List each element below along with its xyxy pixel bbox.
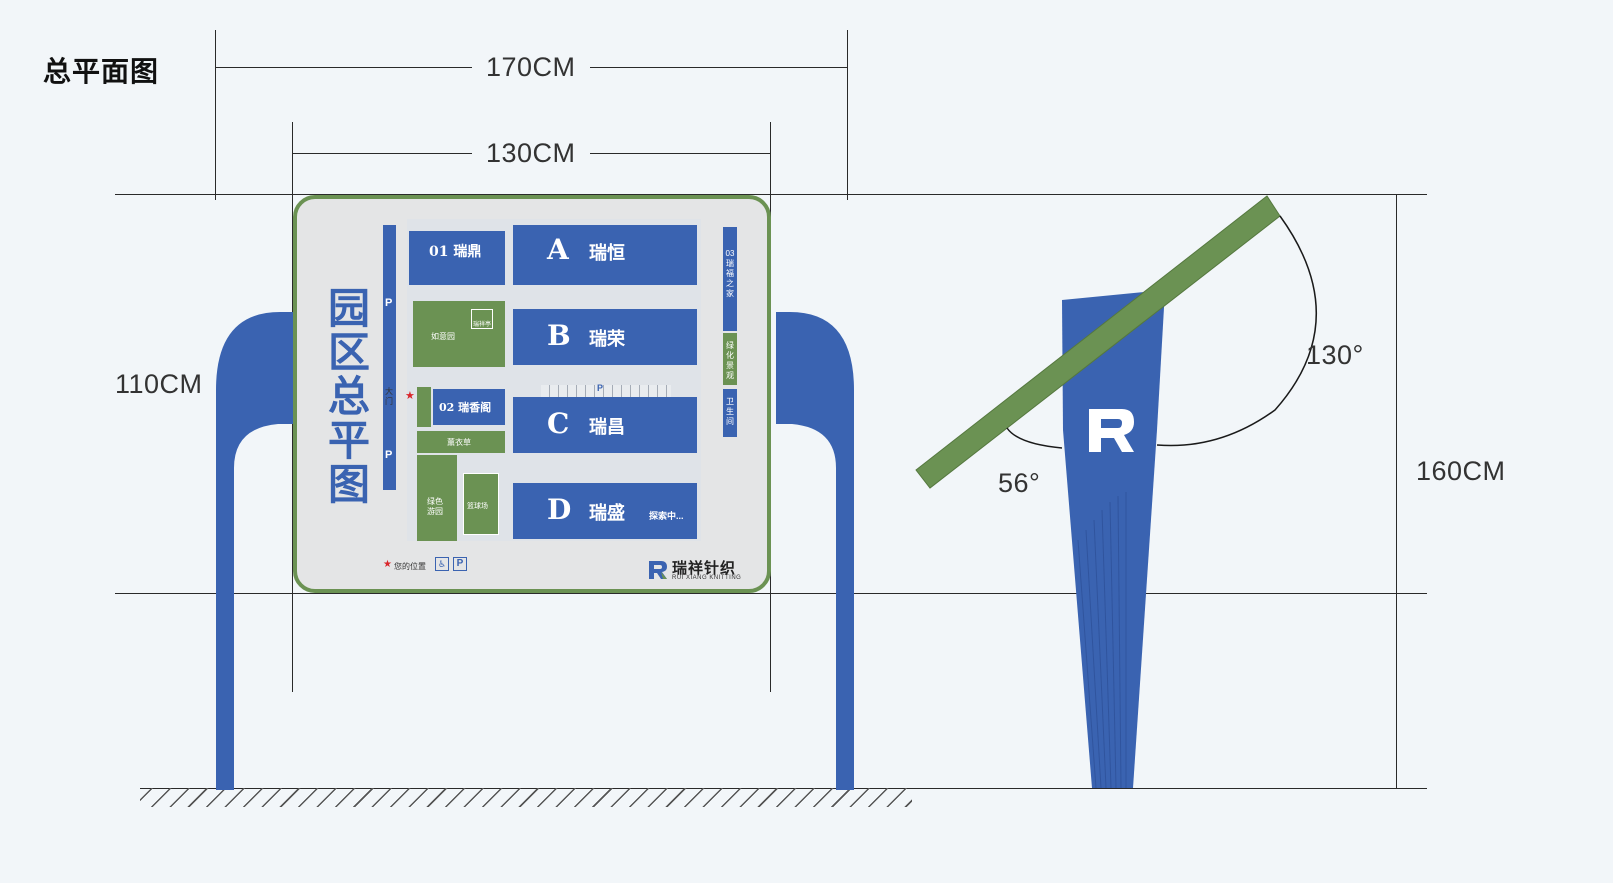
- dim-extension-outer-right: [847, 30, 848, 200]
- lavender-label: 薰衣草: [447, 438, 471, 447]
- brand-subtitle: RUI XIANG KNITTING: [672, 575, 742, 581]
- you-are-here-marker-icon: ★: [405, 390, 415, 402]
- building-d-letter: D: [547, 493, 572, 526]
- angle-label-top: 130°: [1306, 340, 1364, 370]
- page-title: 总平面图: [43, 56, 160, 87]
- toilet-strip: [723, 389, 737, 437]
- stand-frame: [216, 312, 854, 790]
- building-03-strip: [723, 227, 737, 331]
- dim-label-board-height: 110CM: [115, 369, 203, 399]
- building-d: [513, 483, 697, 539]
- green-strip: [723, 333, 737, 385]
- green-garden: [417, 455, 457, 541]
- explore-label: 探索中...: [649, 511, 684, 521]
- pavilion-label: 如意园: [431, 332, 455, 341]
- side-view: [915, 195, 1317, 789]
- building-01-label: 01 瑞鼎: [429, 244, 482, 260]
- legend-star-icon: ★: [383, 559, 392, 570]
- legend-you-are-here: 您的位置: [394, 562, 426, 571]
- legend-toilet-icon: ♿: [435, 557, 449, 571]
- building-c-letter: C: [547, 407, 570, 440]
- dim-label-total-height: 160CM: [1412, 456, 1510, 487]
- site-map: P P 大门 ★ 01 瑞鼎 A 瑞恒 03瑞福之家 绿化景观 卫生间 如意园 …: [383, 219, 743, 545]
- toilet-strip-label: 卫生间: [726, 397, 734, 426]
- brand-name: 瑞祥针织: [672, 560, 737, 577]
- building-c-name: 瑞昌: [589, 417, 625, 437]
- dim-extension-outer-left: [215, 30, 216, 200]
- green-strip-label: 绿化景观: [726, 341, 734, 380]
- building-c-connector: [541, 385, 671, 397]
- brand-logo-icon: [649, 561, 667, 579]
- left-parking-strip: [383, 225, 396, 490]
- gate-label: 大门: [385, 387, 393, 406]
- building-c: [513, 397, 697, 453]
- building-a: [513, 225, 697, 285]
- building-a-letter: A: [547, 233, 569, 266]
- post-logo-icon: [1089, 409, 1134, 452]
- building-b-letter: B: [547, 319, 571, 352]
- building-b-name: 瑞荣: [589, 329, 625, 349]
- building-a-name: 瑞恒: [589, 243, 625, 263]
- angle-label-bottom: 56°: [998, 468, 1041, 498]
- board-title: 园区总平图: [327, 284, 370, 509]
- map-board: 园区总平图 P P 大门 ★ 01 瑞鼎 A 瑞恒 03瑞福之家 绿化景观 卫生…: [293, 195, 771, 593]
- dim-label-outer-width: 170CM: [472, 52, 590, 83]
- court-label: 篮球场: [467, 503, 488, 510]
- dim-line-total-height: [1396, 194, 1397, 789]
- garden-label: 绿色游园: [427, 497, 443, 516]
- building-02: [433, 389, 505, 425]
- legend-parking-icon: P: [453, 557, 467, 571]
- lavender-field: [417, 431, 505, 453]
- ground-hatch: [140, 788, 912, 807]
- dim-line-board-bottom: [115, 593, 1427, 594]
- dim-line-top: [115, 194, 1427, 195]
- basketball-court: [463, 473, 499, 535]
- parking-tag-top: P: [385, 297, 393, 309]
- square-marker: [471, 309, 493, 329]
- building-02-label: 02 瑞香阁: [439, 401, 492, 414]
- pavilion-green: [413, 301, 505, 367]
- building-c-parking-tag: P: [597, 383, 604, 393]
- building-01: [409, 231, 505, 285]
- square-label: 瑞祥亭: [473, 322, 492, 328]
- building-d-name: 瑞盛: [589, 503, 625, 523]
- parking-tag-bottom: P: [385, 449, 393, 461]
- building-b: [513, 309, 697, 365]
- green-small-vertical: [417, 387, 431, 427]
- dim-label-board-width: 130CM: [472, 138, 590, 169]
- building-03-label: 03瑞福之家: [725, 249, 735, 298]
